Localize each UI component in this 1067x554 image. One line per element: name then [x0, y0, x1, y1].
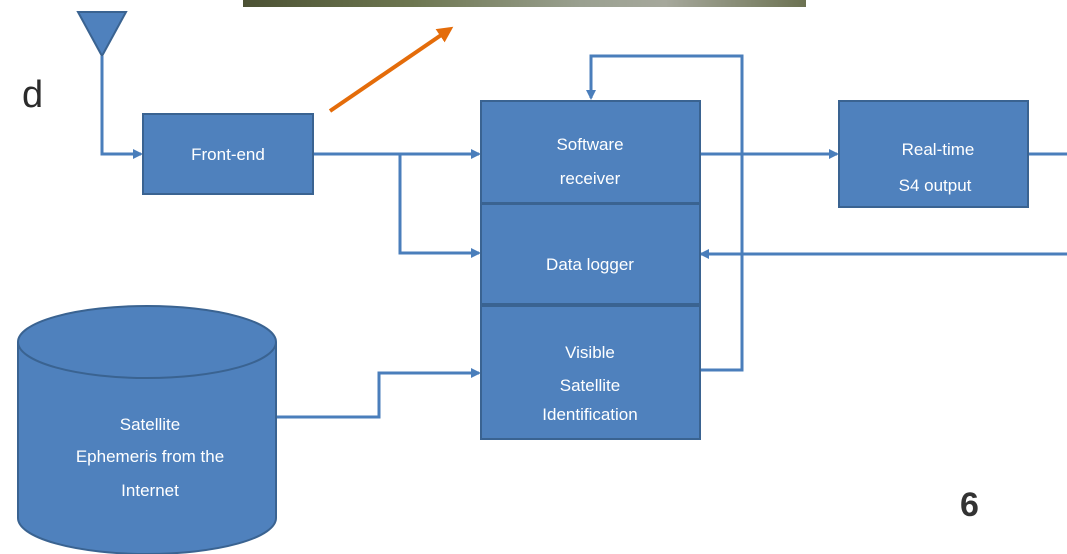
software-receiver-label-line-1: Software	[556, 135, 623, 154]
antenna-icon	[76, 11, 128, 101]
software-receiver-box: Software receiver	[480, 100, 701, 204]
satellite-identification-label-line-3: Identification	[542, 405, 637, 424]
frontend-to-logger	[398, 154, 481, 258]
satellite-identification-box: Visible Satellite Identification	[480, 305, 701, 440]
ephemeris-database-cylinder: Satellite Ephemeris from the Internet	[17, 305, 277, 554]
ephemeris-to-identification	[276, 368, 481, 419]
highlight-arrow	[328, 26, 454, 113]
antenna-to-frontend	[100, 100, 143, 159]
partial-slide-text: d	[22, 74, 44, 116]
data-logger-label: Data logger	[546, 255, 634, 274]
satellite-identification-label-line-1: Visible	[565, 343, 615, 362]
ephemeris-label-line-2: Ephemeris from the	[76, 447, 224, 466]
identification-feedback	[586, 54, 744, 372]
realtime-output-label-line-2: S4 output	[899, 176, 972, 195]
photo-strip	[243, 0, 806, 7]
satellite-identification-label-line-2: Satellite	[560, 376, 620, 395]
ephemeris-label-line-1: Satellite	[120, 415, 180, 434]
data-logger-box: Data logger	[480, 203, 701, 305]
front-end-label: Front-end	[191, 145, 265, 164]
slide-number: 6	[960, 486, 979, 524]
realtime-output-box: Real-time S4 output	[838, 100, 1029, 208]
software-receiver-label-line-2: receiver	[560, 169, 621, 188]
ephemeris-label-line-3: Internet	[121, 481, 179, 500]
front-end-box: Front-end	[142, 113, 314, 195]
connectors	[100, 54, 1067, 419]
realtime-output-label-line-1: Real-time	[902, 140, 975, 159]
